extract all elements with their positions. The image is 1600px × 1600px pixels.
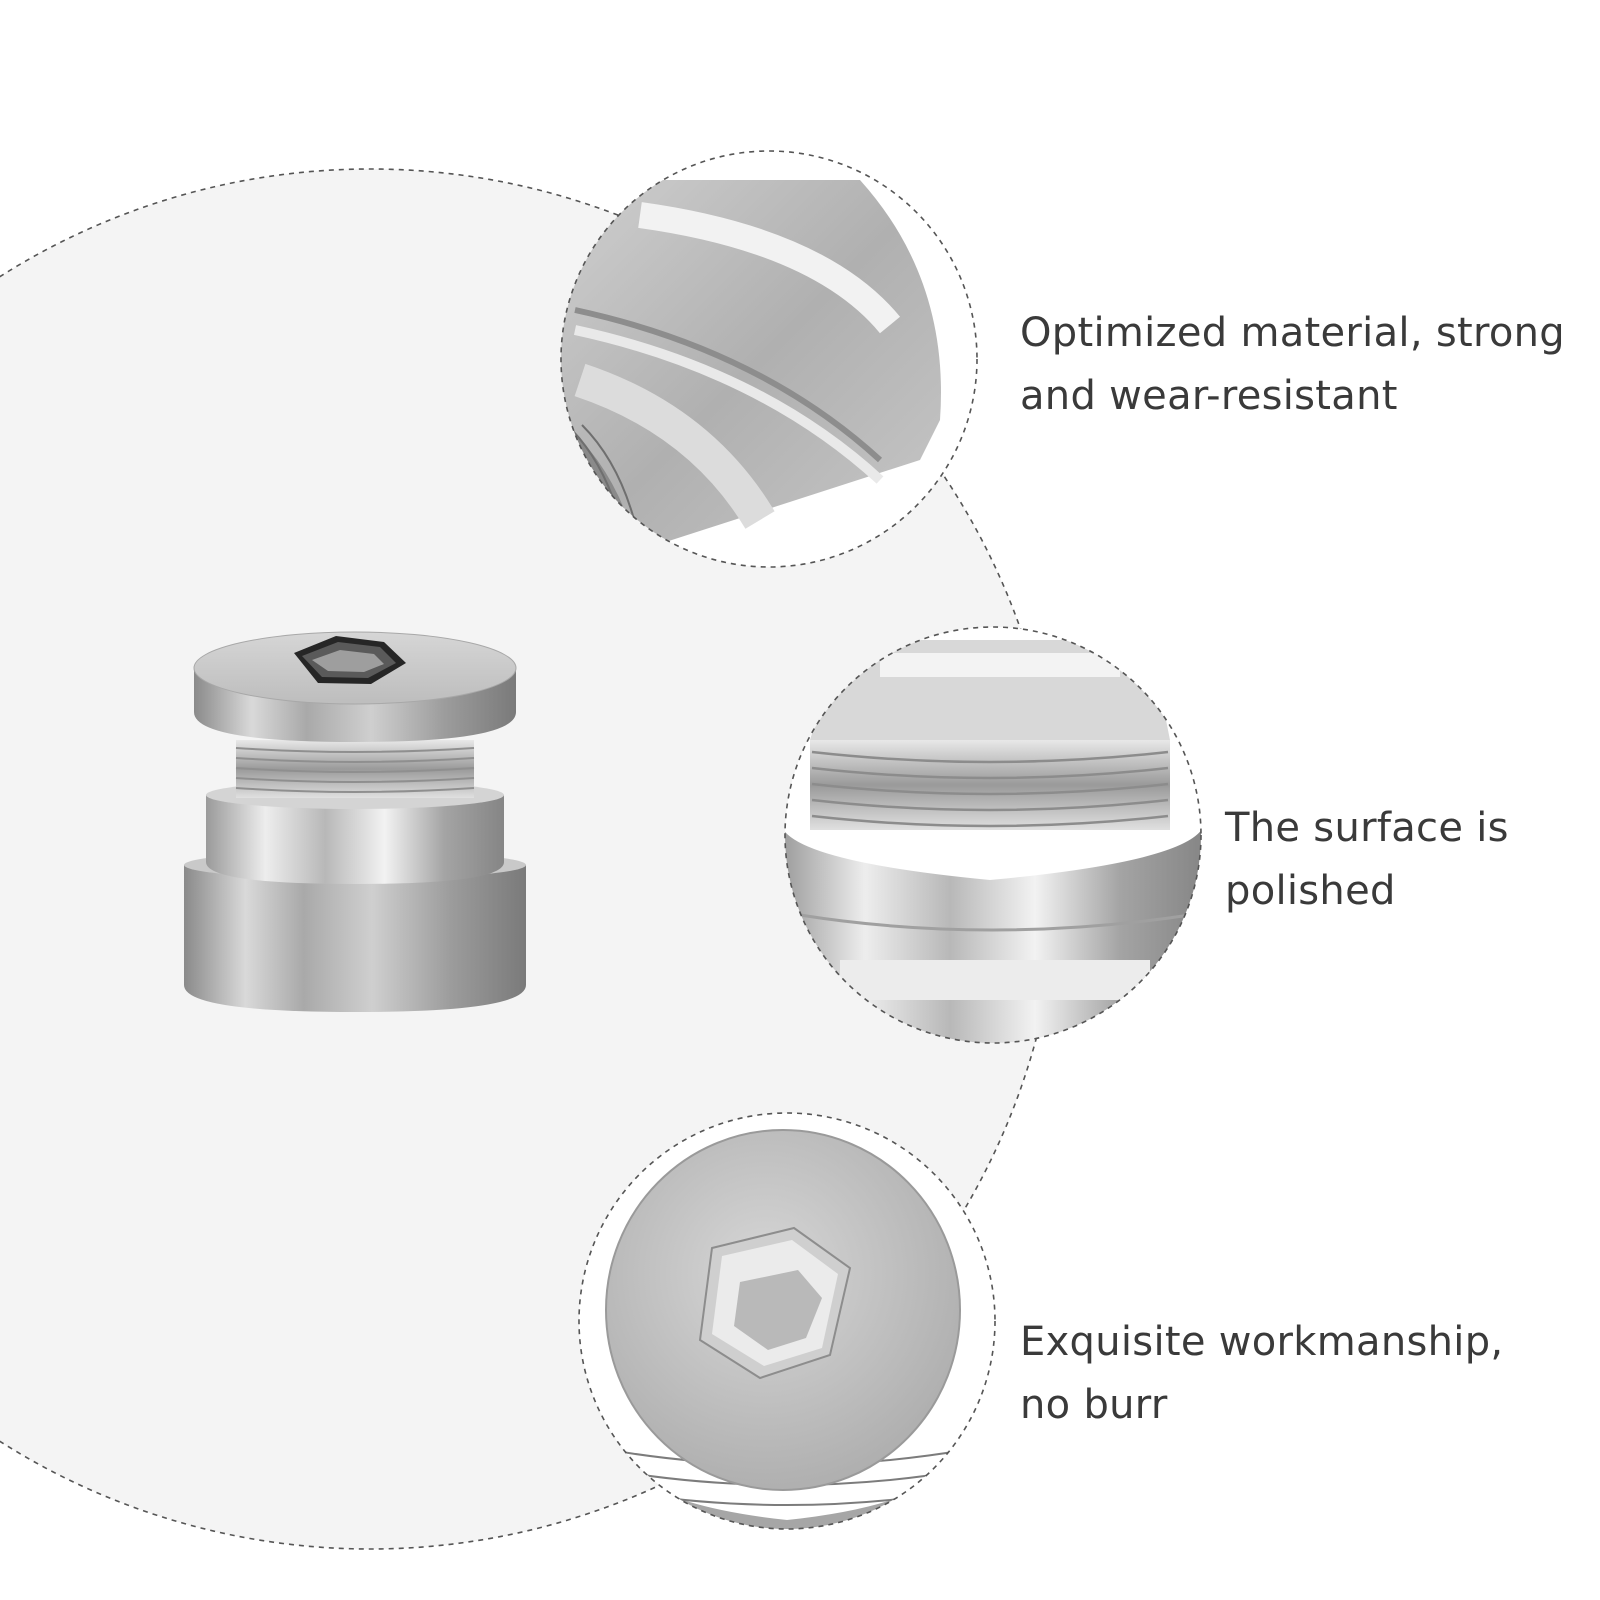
- feature-line: polished: [1225, 868, 1396, 914]
- feature-text-surface: The surface is polished: [1225, 797, 1509, 923]
- feature-line: Exquisite workmanship,: [1020, 1319, 1504, 1365]
- plug-rim-detail-icon: [560, 150, 978, 568]
- feature-line: and wear-resistant: [1020, 373, 1398, 419]
- feature-text-material: Optimized material, strong and wear-resi…: [1020, 302, 1565, 428]
- plug-hex-face-detail-icon: [578, 1112, 996, 1530]
- feature-line: The surface is: [1225, 805, 1509, 851]
- feature-line: no burr: [1020, 1382, 1168, 1428]
- feature-text-workmanship: Exquisite workmanship, no burr: [1020, 1311, 1503, 1437]
- hex-socket-plug-icon: [184, 631, 526, 1012]
- plug-thread-detail-icon: [784, 626, 1202, 1044]
- feature-line: Optimized material, strong: [1020, 310, 1565, 356]
